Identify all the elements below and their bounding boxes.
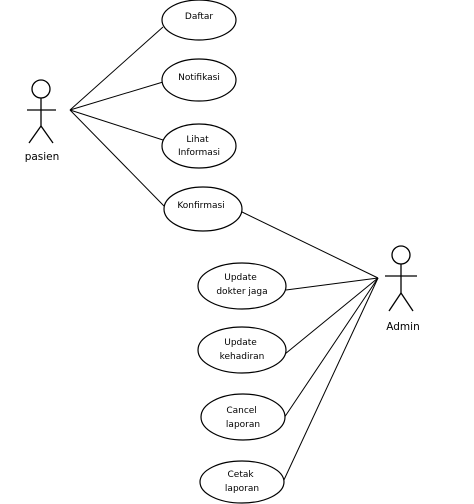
use-case-konfirmasi: Konfirmasi: [163, 186, 243, 232]
use-case-cetak-laporan-label: Cetak laporan: [225, 470, 259, 494]
use-case-update-dokter-jaga-shape: [197, 262, 287, 310]
assoc-pasien-daftar: [69, 26, 164, 111]
actor-admin: Admin: [385, 245, 420, 333]
use-case-cancel-laporan-shape: [200, 393, 286, 441]
use-case-cetak-laporan-line-1: Cetak: [228, 470, 255, 480]
assoc-admin-update-dokter-jaga: [285, 277, 379, 291]
assoc-pasien-lihat-informasi: [69, 109, 164, 141]
use-case-cancel-laporan-line-1: Cancel: [226, 406, 257, 416]
assoc-admin-konfirmasi: [239, 210, 379, 279]
actor-pasien-head: [31, 79, 51, 99]
use-case-daftar: Daftar: [161, 0, 237, 41]
actor-admin-right-leg: [400, 292, 414, 312]
assoc-admin-cetak-laporan: [282, 277, 379, 483]
use-case-lihat-informasi-shape: [161, 123, 237, 169]
use-case-update-kehadiran-line-2: kehadiran: [220, 352, 265, 362]
use-case-cetak-laporan-shape: [199, 460, 285, 504]
use-case-lihat-informasi-line-1: Lihat: [186, 135, 209, 145]
use-case-cetak-laporan-line-2: laporan: [225, 484, 259, 494]
use-case-konfirmasi-label: Konfirmasi: [177, 201, 224, 211]
use-case-update-dokter-jaga-line-1: Update: [224, 273, 257, 283]
use-case-lihat-informasi-line-2: Informasi: [178, 148, 220, 158]
use-case-update-kehadiran-label: Update kehadiran: [220, 338, 265, 362]
use-case-cancel-laporan-line-2: laporan: [226, 420, 260, 430]
use-case-cetak-laporan: Cetak laporan: [199, 460, 285, 504]
actor-pasien-label: pasien: [25, 151, 60, 163]
actor-pasien-right-leg: [40, 125, 54, 144]
use-case-notifikasi-shape: [161, 58, 237, 102]
use-case-cancel-laporan-label: Cancel laporan: [226, 406, 260, 430]
use-case-konfirmasi-line-1: Konfirmasi: [177, 201, 224, 211]
use-case-daftar-shape: [161, 0, 237, 41]
use-case-lihat-informasi: Lihat Informasi: [161, 123, 237, 169]
use-case-update-kehadiran-line-1: Update: [224, 338, 257, 348]
use-case-daftar-label: Daftar: [185, 12, 213, 22]
assoc-admin-cancel-laporan: [283, 277, 379, 419]
use-case-notifikasi-label: Notifikasi: [178, 73, 220, 83]
assoc-pasien-notifikasi: [69, 81, 164, 111]
use-case-update-dokter-jaga-line-2: dokter jaga: [216, 287, 267, 297]
use-case-konfirmasi-shape: [163, 186, 243, 232]
use-case-cancel-laporan: Cancel laporan: [200, 393, 286, 441]
actor-pasien-left-leg: [28, 125, 42, 144]
associations: [69, 26, 379, 483]
assoc-admin-update-kehadiran: [284, 277, 379, 355]
use-case-update-kehadiran: Update kehadiran: [197, 326, 287, 374]
use-case-update-kehadiran-shape: [197, 326, 287, 374]
use-case-update-dokter-jaga: Update dokter jaga: [197, 262, 287, 310]
use-case-notifikasi-line-1: Notifikasi: [178, 73, 220, 83]
actor-admin-label: Admin: [386, 321, 419, 333]
use-case-update-dokter-jaga-label: Update dokter jaga: [216, 273, 267, 297]
actor-admin-left-leg: [388, 292, 402, 312]
actor-pasien: pasien: [25, 79, 60, 163]
use-case-daftar-line-1: Daftar: [185, 12, 213, 22]
use-case-lihat-informasi-label: Lihat Informasi: [178, 135, 220, 158]
actor-admin-head: [391, 245, 411, 265]
assoc-pasien-konfirmasi: [69, 109, 165, 207]
use-case-notifikasi: Notifikasi: [161, 58, 237, 102]
